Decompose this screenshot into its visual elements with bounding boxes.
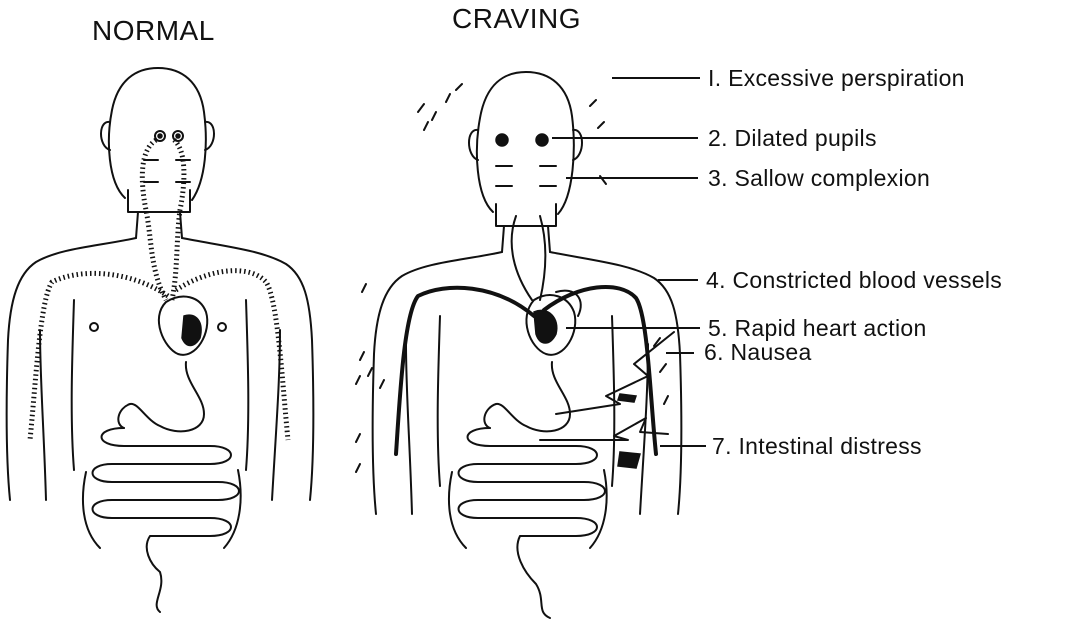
- sweat-drops: [356, 84, 668, 472]
- symptom-label-3: 3. Sallow complexion: [708, 165, 930, 191]
- craving-stomach: [484, 362, 570, 431]
- craving-figure: [356, 72, 681, 618]
- dilated-pupil-left: [496, 134, 508, 146]
- normal-head: [109, 68, 206, 200]
- symptom-label-1: I. Excessive perspiration: [708, 65, 965, 91]
- symptom-label-6: 6. Nausea: [704, 339, 812, 365]
- normal-figure: [7, 68, 314, 612]
- leader-lines: [552, 78, 706, 446]
- craving-head: [477, 72, 574, 214]
- craving-intestines: [459, 428, 606, 618]
- normal-heading: NORMAL: [92, 15, 215, 46]
- symptom-label-5: 5. Rapid heart action: [708, 315, 927, 341]
- normal-body-outline: [7, 238, 314, 500]
- symptom-label-2: 2. Dilated pupils: [708, 125, 877, 151]
- dilated-pupil-right: [536, 134, 548, 146]
- symptom-label-7: 7. Intestinal distress: [712, 433, 922, 459]
- normal-stomach: [118, 362, 204, 431]
- craving-heading: CRAVING: [452, 3, 581, 34]
- normal-intestines: [93, 428, 240, 612]
- symptom-label-4: 4. Constricted blood vessels: [706, 267, 1002, 293]
- constricted-vessels: [396, 288, 534, 454]
- symptom-labels: I. Excessive perspiration 2. Dilated pup…: [704, 65, 1002, 459]
